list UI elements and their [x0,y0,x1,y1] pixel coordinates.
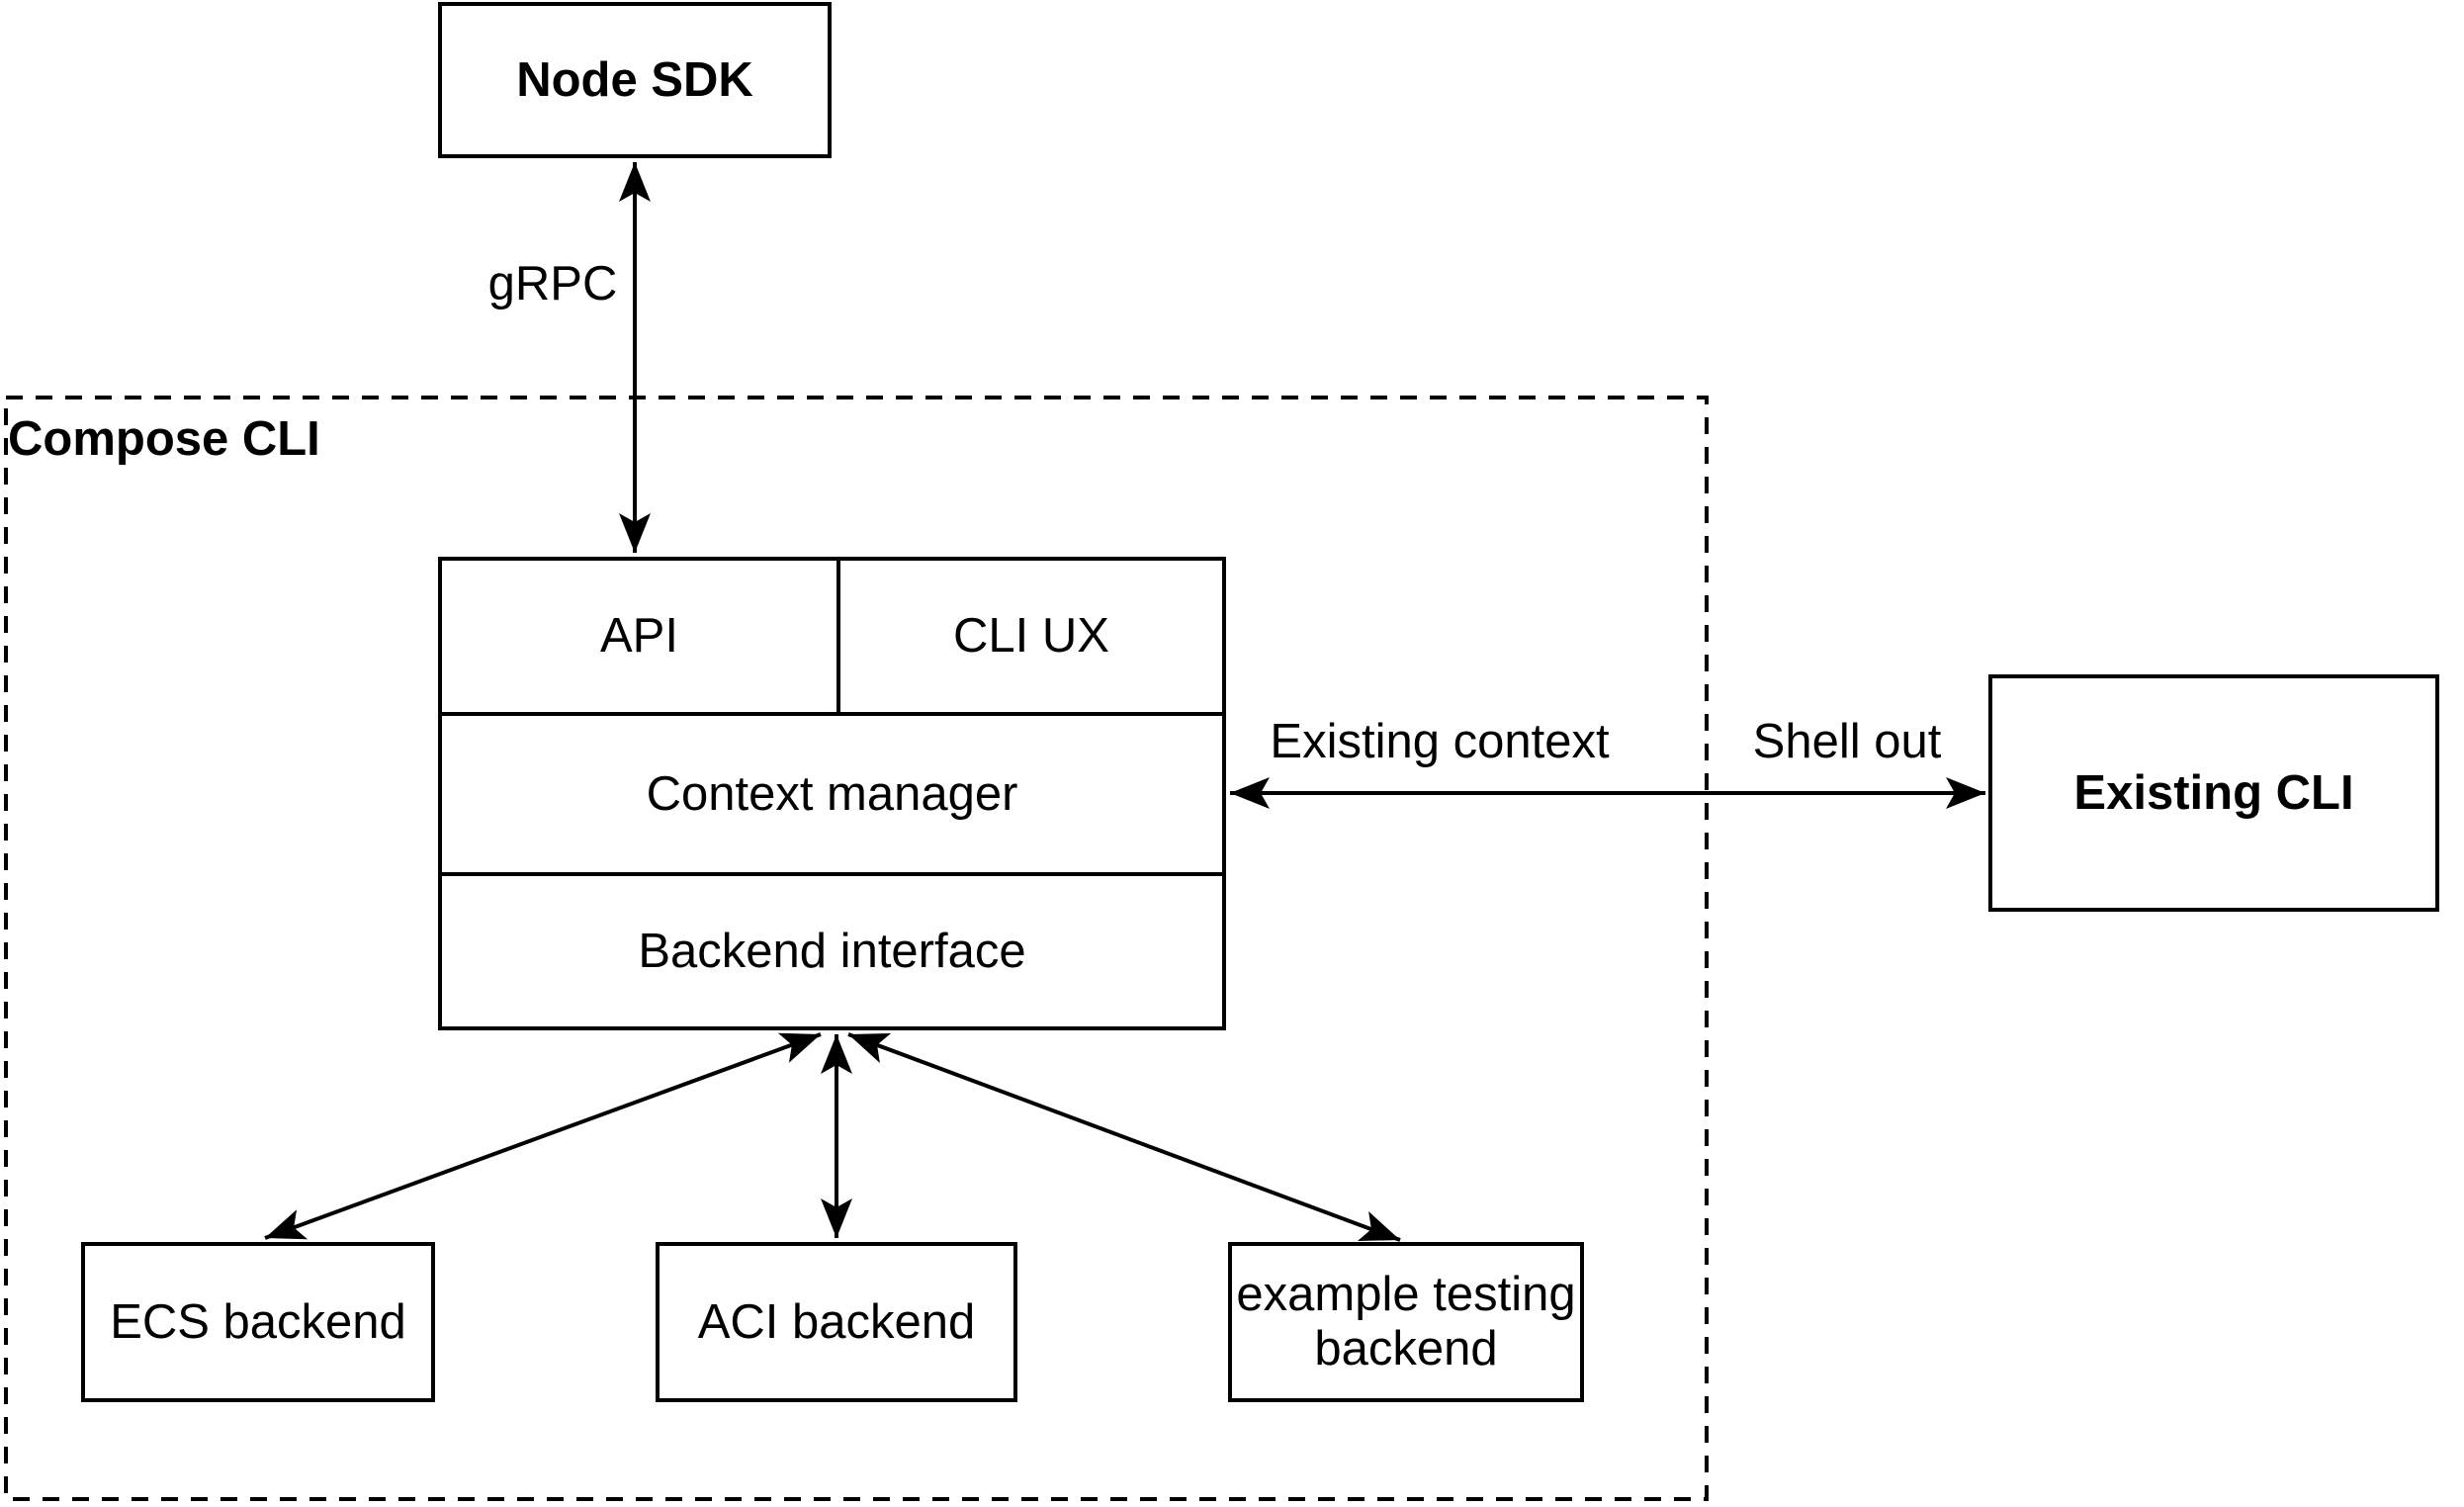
cli-ux-cell: CLI UX [840,561,1222,712]
shell-out-edge-label: Shell out [1728,714,1966,769]
backend-interface-label: Backend interface [638,924,1026,978]
ecs-backend-label: ECS backend [110,1294,406,1349]
backend-to-ecs-arrow [264,1032,822,1240]
api-cliux-divider [836,561,840,712]
api-cell: API [442,561,836,712]
context-manager-cell: Context manager [442,716,1222,872]
existing-context-edge-label: Existing context [1242,714,1637,769]
existing-cli-box: Existing CLI [1988,674,2439,912]
existing-cli-label: Existing CLI [2073,765,2354,820]
context-manager-label: Context manager [646,766,1018,821]
backend-interface-cell: Backend interface [442,876,1222,1026]
ecs-backend-box: ECS backend [81,1242,435,1402]
compose-cli-group-border [4,396,1709,1501]
row-divider-1 [442,712,1222,716]
node-sdk-label: Node SDK [516,52,753,107]
aci-backend-label: ACI backend [697,1294,976,1349]
row-divider-2 [442,872,1222,876]
node-sdk-box: Node SDK [438,2,832,158]
api-label: API [600,609,678,664]
backend-to-example-arrow [847,1032,1401,1242]
grpc-edge-label: gRPC [474,256,632,311]
compose-cli-group-label: Compose CLI [8,412,320,466]
aci-backend-box: ACI backend [656,1242,1017,1402]
example-testing-backend-label: example testing backend [1236,1268,1576,1375]
compose-cli-core-box: API CLI UX Context manager Backend inter… [438,557,1226,1030]
example-testing-backend-box: example testing backend [1228,1242,1584,1402]
cli-ux-label: CLI UX [953,609,1109,664]
